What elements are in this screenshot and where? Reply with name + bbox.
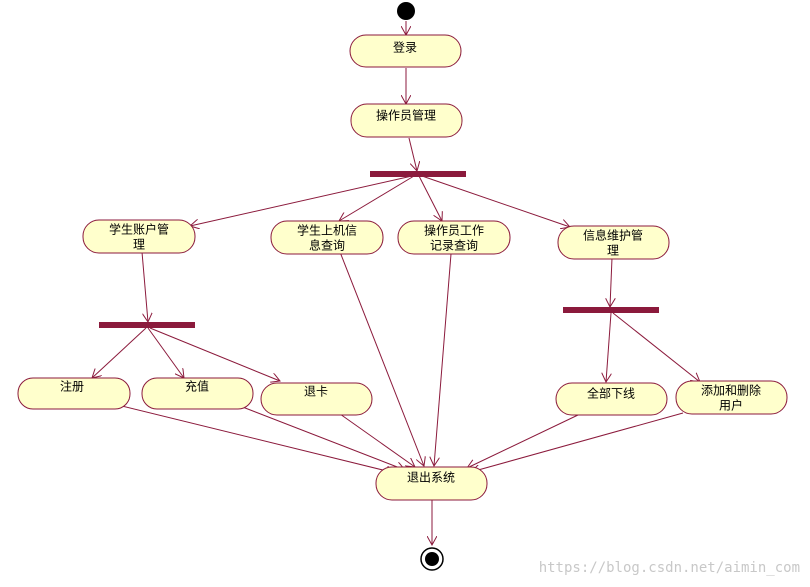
activity-register-label: 注册 bbox=[60, 379, 84, 394]
edge-refund-exit bbox=[339, 413, 415, 467]
activity-student-online: 学生上机信 息查询 bbox=[270, 220, 384, 255]
edge-bar3-all-offline bbox=[606, 312, 611, 382]
edge-bar1-student-account bbox=[190, 175, 413, 226]
edge-bar1-student-online bbox=[339, 175, 415, 221]
watermark-text: https://blog.csdn.net/aimin_com bbox=[539, 560, 800, 576]
edge-bar2-recharge bbox=[147, 327, 184, 378]
activity-operator-mgmt-label: 操作员管理 bbox=[376, 108, 436, 123]
activity-login: 登录 bbox=[349, 34, 462, 68]
activity-info-maint-label-2: 理 bbox=[607, 244, 619, 258]
edge-add-delete-exit bbox=[471, 412, 684, 472]
activity-info-maint-label-1: 信息维护管 bbox=[583, 228, 643, 243]
end-node bbox=[420, 547, 444, 571]
edge-operator-bar1 bbox=[408, 137, 417, 171]
fork-bar-1 bbox=[370, 171, 466, 177]
activity-info-maint: 信息维护管 理 bbox=[557, 225, 670, 260]
activity-operator-mgmt: 操作员管理 bbox=[350, 103, 463, 138]
edge-bar3-add-delete bbox=[612, 312, 700, 382]
activity-recharge-label: 充值 bbox=[185, 379, 209, 394]
edge-info-maint-bar3 bbox=[610, 257, 612, 307]
activity-login-label: 登录 bbox=[393, 40, 417, 55]
edge-bar1-info-maint bbox=[421, 175, 570, 227]
activity-exit-system-label: 退出系统 bbox=[407, 471, 455, 485]
edge-bar2-register bbox=[92, 327, 147, 378]
activity-student-online-label-2: 息查询 bbox=[309, 238, 345, 253]
start-node bbox=[397, 2, 415, 20]
edge-student-online-exit bbox=[339, 251, 424, 466]
activity-register: 注册 bbox=[17, 377, 131, 410]
edge-register-exit bbox=[121, 405, 395, 473]
activity-all-offline: 全部下线 bbox=[555, 382, 668, 416]
activity-refund-card-label: 退卡 bbox=[304, 385, 328, 399]
activity-student-account-label-2: 理 bbox=[133, 238, 145, 252]
activity-operator-log-label-2: 记录查询 bbox=[430, 239, 478, 253]
activity-operator-log: 操作员工作 记录查询 bbox=[397, 220, 511, 255]
fork-bar-3 bbox=[563, 307, 659, 313]
activity-all-offline-label: 全部下线 bbox=[587, 386, 635, 401]
edge-all-offline-exit bbox=[467, 414, 579, 468]
edge-bar1-operator-log bbox=[418, 175, 442, 221]
activity-add-delete-user-label-2: 用户 bbox=[719, 398, 743, 413]
edge-student-account-bar2 bbox=[141, 251, 148, 322]
activity-student-online-label-1: 学生上机信 bbox=[297, 223, 357, 238]
activity-recharge: 充值 bbox=[141, 377, 254, 410]
activity-student-account: 学生账户管 理 bbox=[82, 219, 196, 254]
edge-operator-log-exit bbox=[434, 253, 452, 466]
activity-student-account-label-1: 学生账户管 bbox=[109, 222, 169, 237]
edges bbox=[92, 21, 700, 545]
activity-add-delete-user-label-1: 添加和删除 bbox=[701, 383, 761, 398]
activity-operator-log-label-1: 操作员工作 bbox=[424, 223, 484, 238]
activity-refund-card: 退卡 bbox=[260, 382, 373, 416]
activity-exit-system: 退出系统 bbox=[375, 466, 488, 501]
edge-recharge-exit bbox=[239, 405, 405, 470]
edge-bar2-refund bbox=[149, 327, 280, 381]
fork-bar-2 bbox=[99, 322, 195, 328]
activity-add-delete-user: 添加和删除 用户 bbox=[675, 380, 788, 415]
